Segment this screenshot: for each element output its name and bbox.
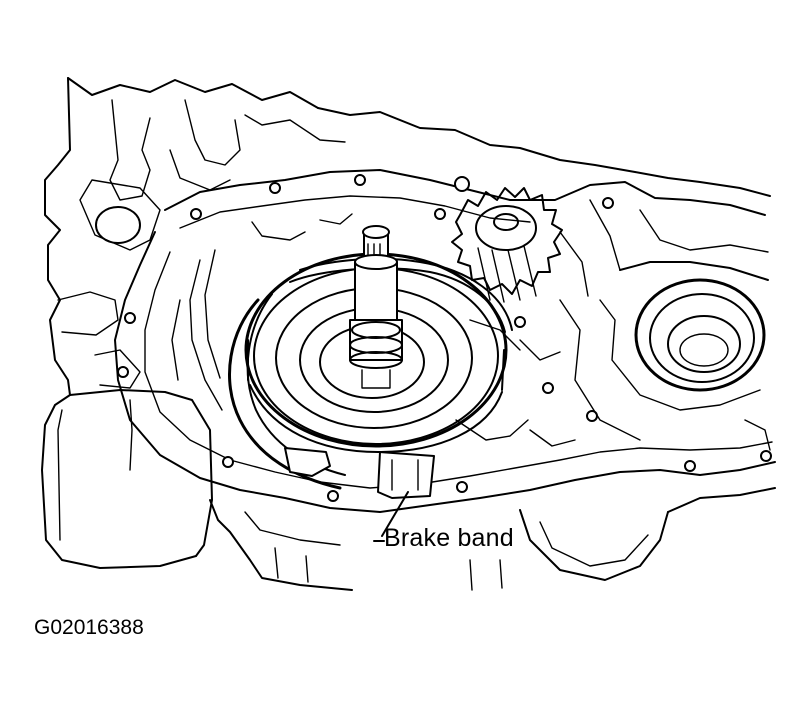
callout-leader-line — [381, 491, 409, 537]
brake-band — [228, 257, 513, 499]
left-cylinder-housing — [41, 389, 213, 569]
case-flange-gasket — [114, 169, 776, 513]
pinion-gear — [451, 176, 563, 303]
input-shaft — [349, 225, 403, 389]
figure-id-label: G02016388 — [34, 616, 144, 639]
right-bore-housing — [519, 199, 771, 451]
casting-ribs — [171, 213, 576, 447]
flange-bolt-holes — [117, 174, 772, 502]
case-bottom — [209, 487, 776, 591]
brake-band-callout-label: Brake band — [384, 524, 514, 552]
